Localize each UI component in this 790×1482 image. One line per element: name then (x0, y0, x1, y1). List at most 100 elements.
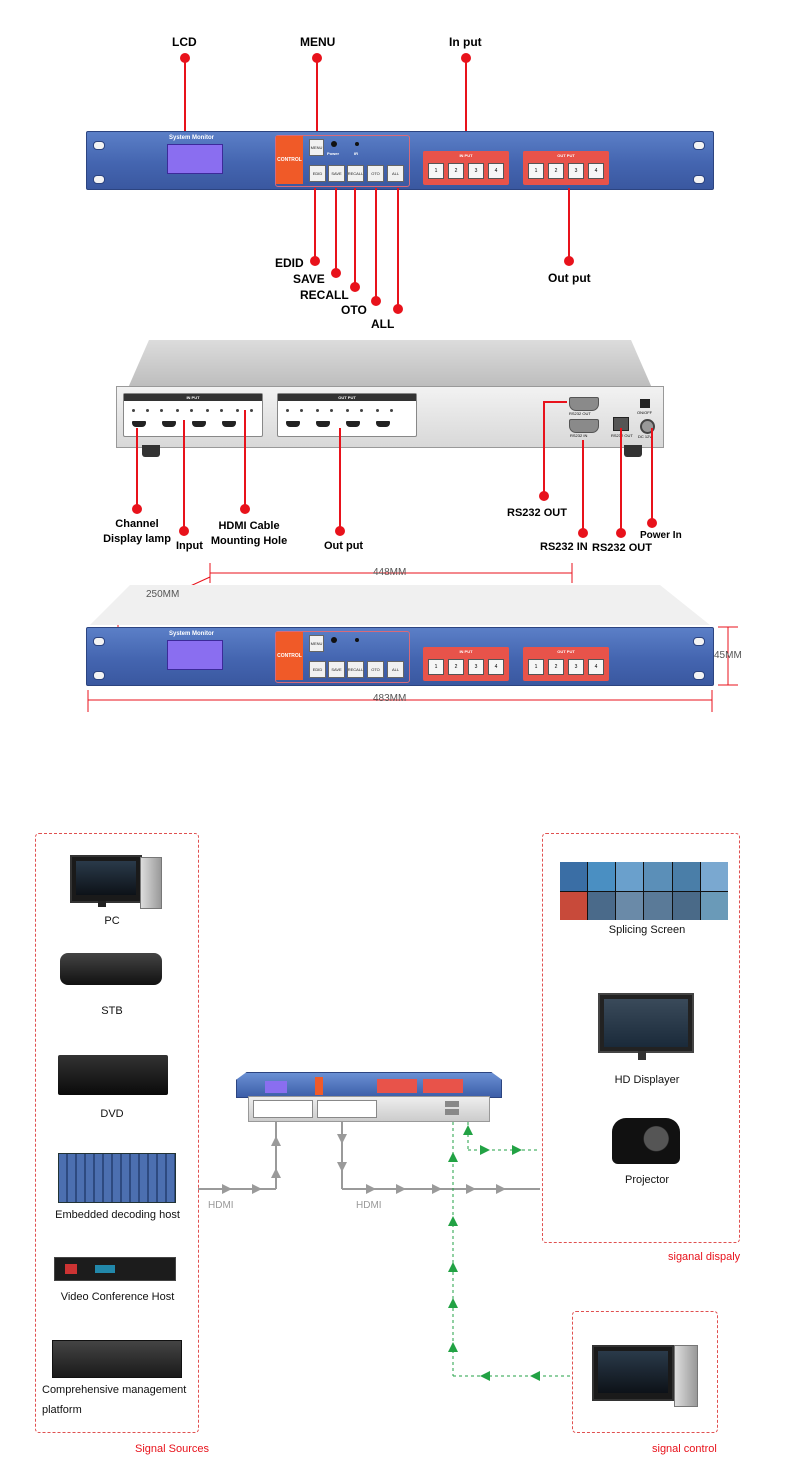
dim-depth: 250MM (146, 589, 180, 600)
rear-output-header: OUT PUT (278, 394, 416, 401)
caption-stb: STB (101, 1005, 123, 1017)
output-key-1[interactable]: 1 (528, 659, 544, 675)
input-key-3[interactable]: 3 (468, 163, 484, 179)
callout-dot (132, 504, 142, 514)
input-key-4[interactable]: 4 (488, 163, 504, 179)
oto-key[interactable]: OTO (367, 661, 384, 678)
callout-line (339, 428, 341, 530)
rack-ear-hole (693, 141, 705, 150)
control-label: CONTROL (276, 632, 303, 680)
callout-dot (539, 491, 549, 501)
callout-line (335, 188, 337, 272)
save-key[interactable]: SAVE (328, 165, 345, 182)
device-rear-icon (248, 1096, 490, 1122)
rear-face: IN PUT OUT PUT RS232 OUT RS232 I (116, 386, 664, 448)
output-key-4[interactable]: 4 (588, 659, 604, 675)
label-all: ALL (371, 317, 395, 331)
callout-line (651, 428, 653, 522)
callout-line (568, 188, 570, 258)
callout-dot (350, 282, 360, 292)
caption-management-1: Comprehensive management (42, 1384, 187, 1396)
caption-dvd: DVD (100, 1108, 124, 1120)
input-key-2[interactable]: 2 (448, 163, 464, 179)
hdmi-out-port-3 (346, 421, 360, 427)
edid-key[interactable]: EDID (309, 165, 326, 182)
output-key-1[interactable]: 1 (528, 163, 544, 179)
label-save: SAVE (293, 272, 325, 286)
output-key-2[interactable]: 2 (548, 163, 564, 179)
signal-lines (198, 1122, 570, 1381)
callout-line (183, 420, 185, 530)
chassis-foot (142, 445, 160, 457)
label-menu: MENU (300, 35, 336, 49)
rear-chassis-top (128, 340, 652, 388)
input-key-2[interactable]: 2 (448, 659, 464, 675)
menu-key[interactable]: MENU (309, 635, 324, 652)
recall-key[interactable]: RECALL (347, 165, 364, 182)
ir-sensor (355, 142, 359, 146)
video-conference-icon (54, 1257, 176, 1281)
callout-line (543, 401, 567, 403)
label-hdmi-cable-mounting-hole: HDMI Cable Mounting Hole (210, 520, 288, 547)
power-led (331, 141, 337, 147)
recall-key[interactable]: RECALL (347, 661, 364, 678)
input-group-header: IN PUT (423, 647, 509, 655)
lcd-screen (167, 640, 223, 670)
callout-dot (335, 526, 345, 536)
callout-line (465, 58, 467, 134)
dim-outer-width: 483MM (373, 693, 407, 704)
rear-input-group: IN PUT (123, 393, 263, 437)
splicing-screen-icon (560, 862, 728, 920)
save-key[interactable]: SAVE (328, 661, 345, 678)
label-rs232-out: RS232 OUT (507, 507, 567, 519)
hdmi-in-port-1 (132, 421, 146, 427)
hdmi-out-port-4 (376, 421, 390, 427)
hd-displayer-icon (598, 993, 694, 1053)
output-key-3[interactable]: 3 (568, 659, 584, 675)
lcd-screen (167, 144, 223, 174)
input-key-4[interactable]: 4 (488, 659, 504, 675)
input-key-1[interactable]: 1 (428, 163, 444, 179)
power-switch[interactable] (640, 399, 650, 408)
label-power-in: Power In (640, 530, 682, 541)
callout-line (620, 428, 622, 532)
label-channel-display-lamp: Channel Display lamp (103, 518, 171, 545)
callout-dot (578, 528, 588, 538)
all-key[interactable]: ALL (387, 165, 404, 182)
rack-ear-hole (693, 175, 705, 184)
callout-line (582, 440, 584, 532)
input-group-header: IN PUT (423, 151, 509, 159)
input-key-1[interactable]: 1 (428, 659, 444, 675)
callout-dot (393, 304, 403, 314)
label-rs232-in: RS232 IN (540, 541, 588, 553)
dim-inner-width: 448MM (373, 567, 407, 578)
caption-video-conference: Video Conference Host (60, 1291, 175, 1303)
callout-line (397, 188, 399, 306)
output-key-2[interactable]: 2 (548, 659, 564, 675)
callout-line (184, 58, 186, 136)
callout-line (136, 428, 138, 508)
callout-dot (371, 296, 381, 306)
label-out-put-rear: Out put (324, 540, 364, 552)
caption-management-2: platform (42, 1404, 82, 1416)
projector-icon (612, 1118, 680, 1164)
pc-monitor-icon (70, 855, 142, 903)
callout-line (375, 188, 377, 298)
callout-line (314, 188, 316, 258)
label-out-put: Out put (548, 271, 591, 285)
output-group-header: OUT PUT (523, 151, 609, 159)
menu-key[interactable]: MENU (309, 139, 324, 156)
rs232-out-port-label: RS232 OUT (569, 411, 591, 416)
edid-key[interactable]: EDID (309, 661, 326, 678)
hdmi-out-port-1 (286, 421, 300, 427)
output-key-3[interactable]: 3 (568, 163, 584, 179)
caption-pc: PC (104, 915, 120, 927)
signal-display-caption: siganal dispaly (668, 1251, 741, 1263)
oto-key[interactable]: OTO (367, 165, 384, 182)
all-key[interactable]: ALL (387, 661, 404, 678)
front-panel-dimensioned: System Monitor CONTROL MENU EDID SAVE RE… (86, 627, 714, 686)
input-key-3[interactable]: 3 (468, 659, 484, 675)
management-platform-icon (52, 1340, 182, 1378)
output-key-4[interactable]: 4 (588, 163, 604, 179)
caption-hd-displayer: HD Displayer (614, 1074, 680, 1086)
